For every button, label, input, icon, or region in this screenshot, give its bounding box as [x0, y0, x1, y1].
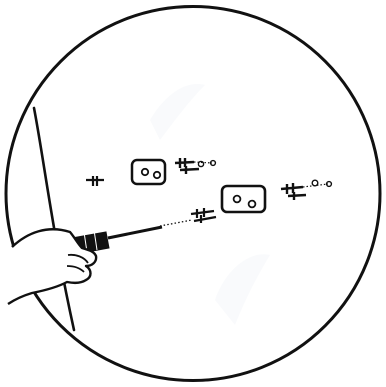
guide-line — [160, 220, 192, 226]
bracket-top — [132, 160, 165, 184]
anchor-set-bottom — [281, 180, 331, 200]
circle-frame — [6, 7, 380, 381]
screw-wall-left — [86, 176, 104, 186]
screw-front — [191, 208, 216, 223]
anchor-set-top — [175, 158, 215, 174]
bracket-bottom — [222, 186, 265, 212]
wall-corner-line — [34, 108, 74, 330]
